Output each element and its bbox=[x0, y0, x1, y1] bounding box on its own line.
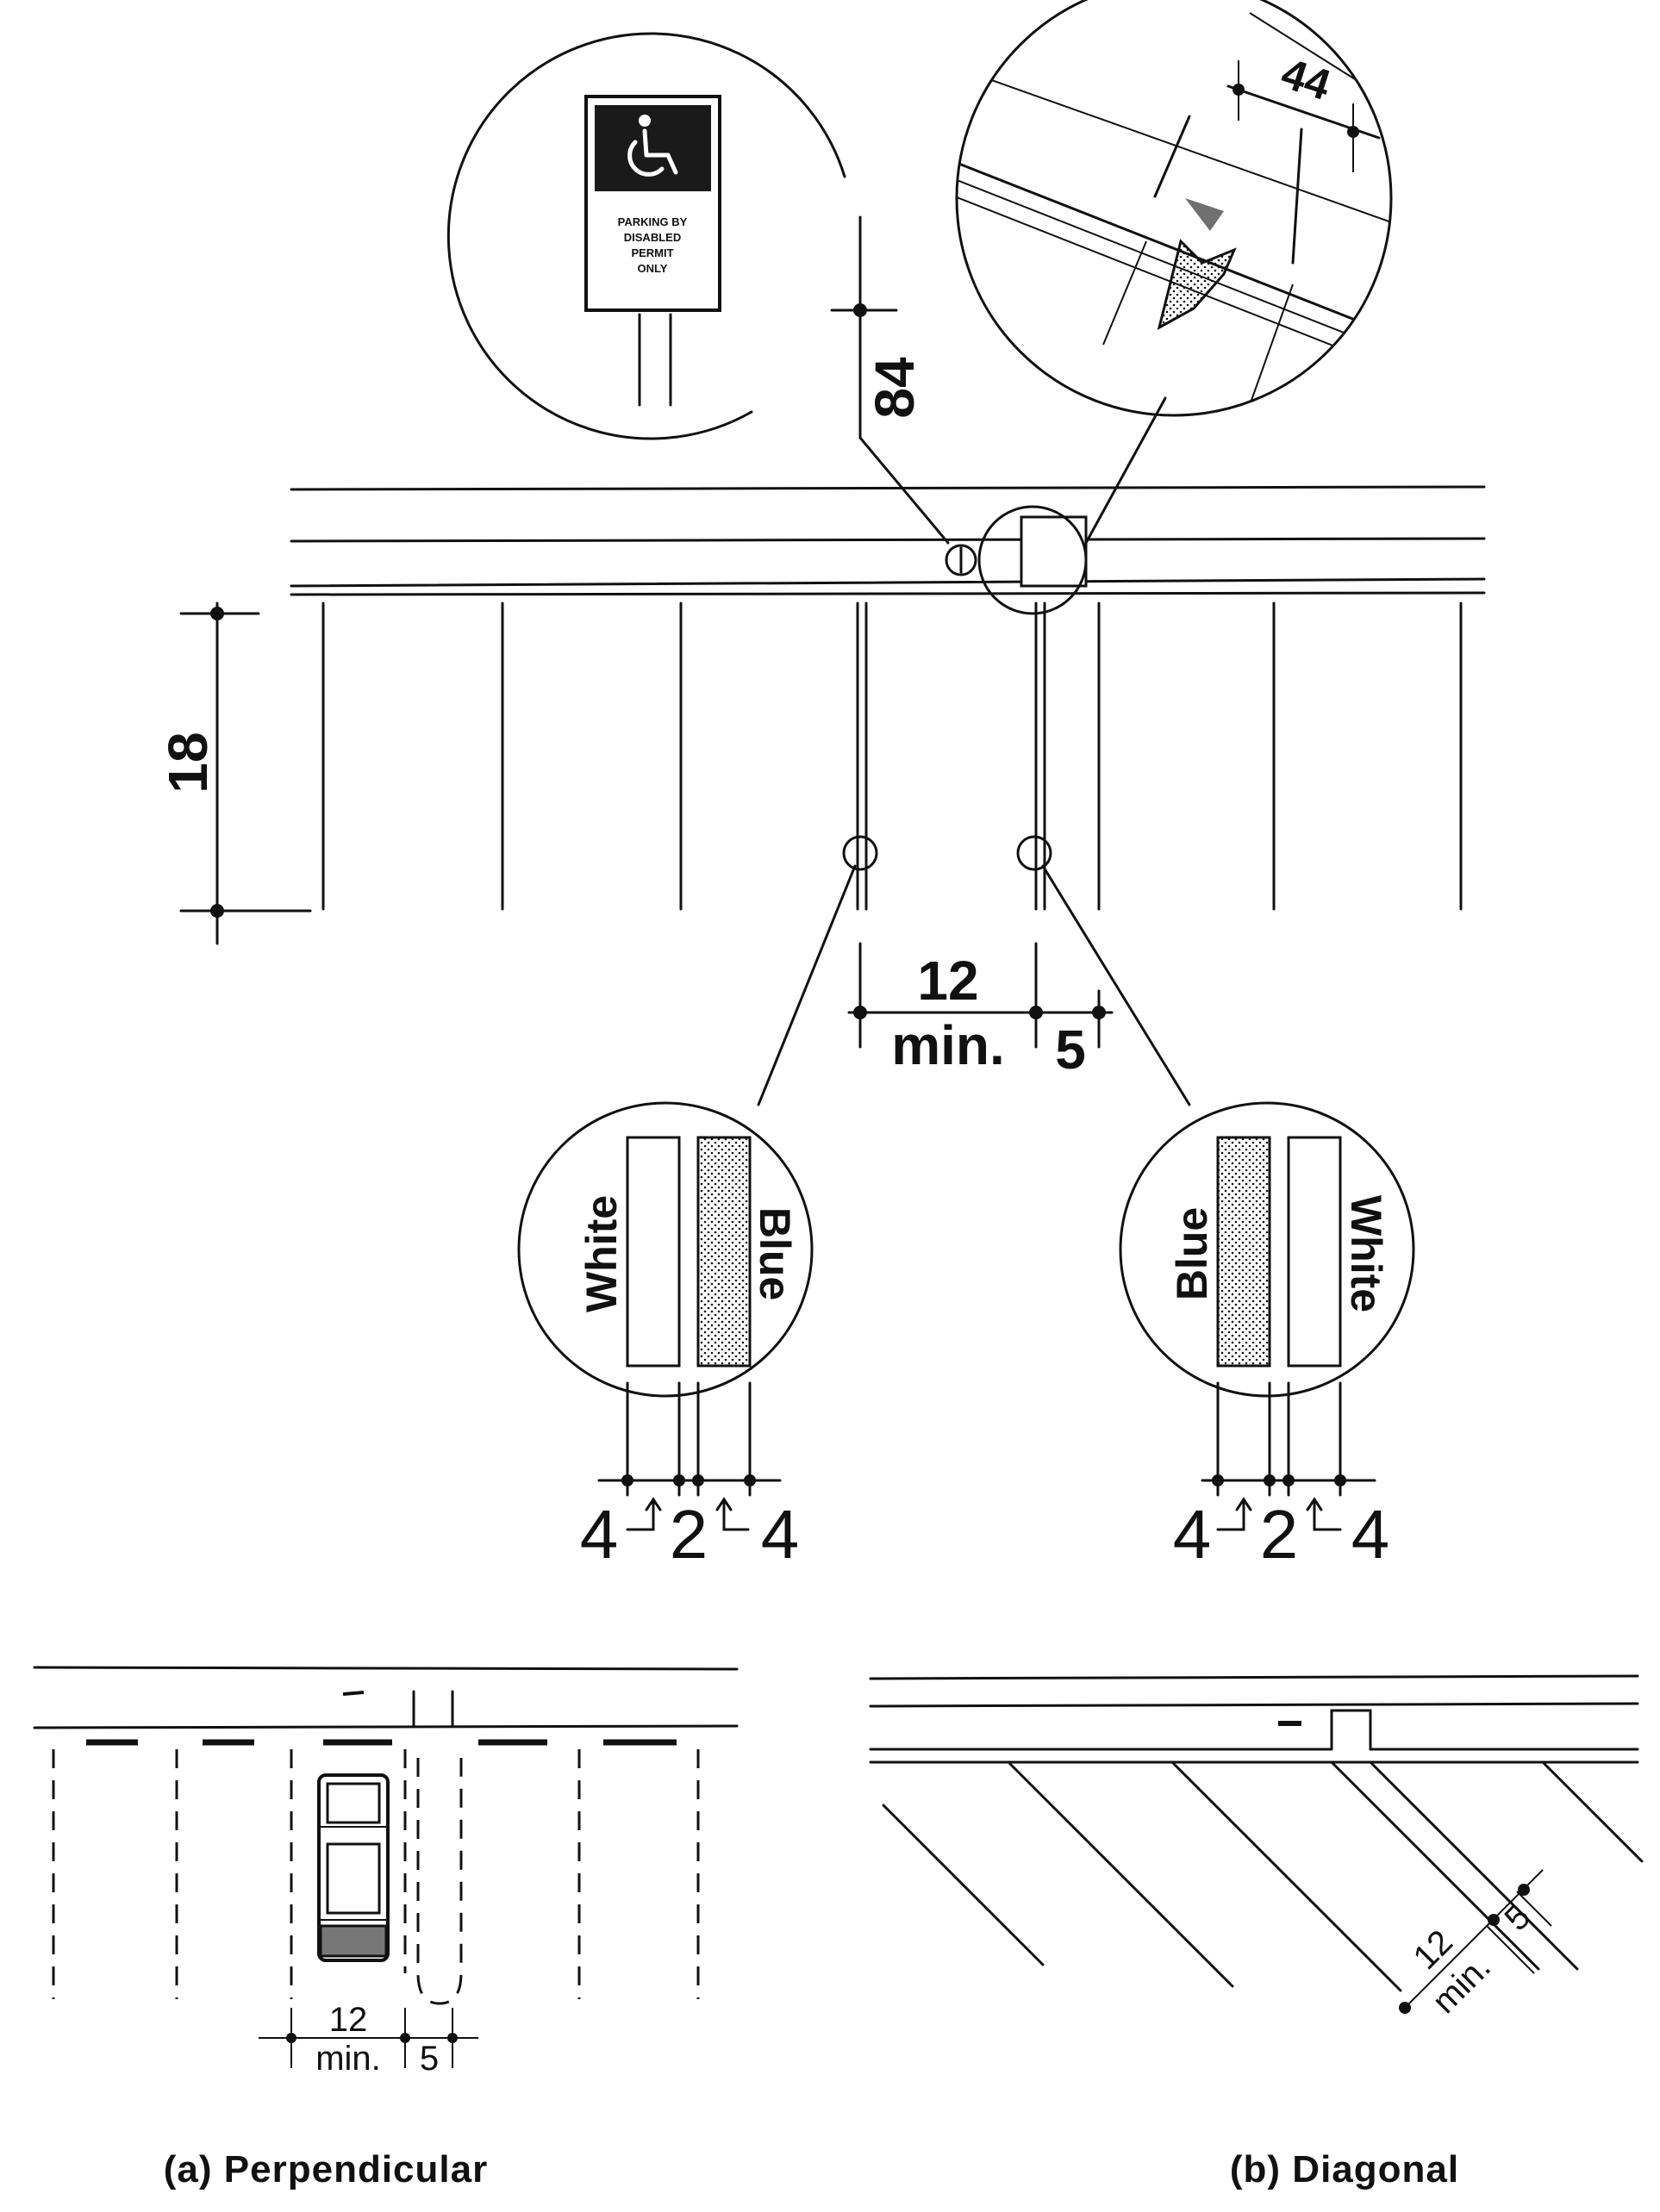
sign-height-dimension: 84 bbox=[830, 215, 950, 545]
right-stripe-width-1: 4 bbox=[1173, 1496, 1212, 1573]
stall-width-label: 12 bbox=[917, 950, 978, 1012]
stall-depth-dimension: 18 bbox=[157, 601, 312, 945]
perpendicular-caption: (a) Perpendicular bbox=[164, 2148, 488, 2190]
perpendicular-width-label: 12 bbox=[329, 2001, 368, 2039]
blue-stripe bbox=[1216, 1136, 1271, 1368]
ramp-arrow-icon bbox=[1157, 239, 1237, 330]
right-detail-blue-label: Blue bbox=[1168, 1207, 1216, 1300]
sign-text-line-1: PARKING BY bbox=[618, 215, 688, 228]
left-stripe-detail-circle bbox=[517, 1101, 814, 1398]
diagonal-aisle-label: 5 bbox=[1497, 1897, 1538, 1938]
right-stripe-leader bbox=[1041, 864, 1191, 1106]
parking-sign: PARKING BY DISABLED PERMIT ONLY bbox=[584, 95, 721, 312]
right-stripe-callout-marker bbox=[1016, 835, 1052, 871]
right-stripe-detail: Blue White 4 2 4 bbox=[1119, 1101, 1415, 1573]
left-stripe-gap: 2 bbox=[670, 1496, 708, 1573]
sign-text-line-2: DISABLED bbox=[624, 231, 681, 244]
car-icon bbox=[317, 1773, 390, 1962]
perpendicular-layout: 12 min. 5 (a) Perpendicular bbox=[33, 1666, 739, 2190]
ramp-callout-circle bbox=[977, 505, 1088, 615]
sign-location-marker bbox=[945, 544, 977, 576]
white-stripe bbox=[626, 1136, 681, 1368]
ramp-leader-line bbox=[1084, 396, 1167, 545]
right-stripe-gap: 2 bbox=[1260, 1496, 1299, 1573]
left-stripe-leader bbox=[757, 864, 857, 1106]
sign-text-line-4: ONLY bbox=[638, 262, 668, 275]
diagonal-caption: (b) Diagonal bbox=[1230, 2148, 1459, 2190]
access-aisle-label: 5 bbox=[1055, 1019, 1086, 1081]
diagonal-layout: 12 min. 5 (b) Diagonal bbox=[869, 1674, 1644, 2190]
curb-line bbox=[290, 577, 1486, 588]
sign-detail-callout: PARKING BY DISABLED PERMIT ONLY bbox=[446, 32, 846, 440]
sign-detail-circle bbox=[446, 32, 846, 440]
sign-text-line-3: PERMIT bbox=[631, 246, 673, 259]
sidewalk-front-edge bbox=[290, 537, 1486, 543]
blue-stripe bbox=[696, 1136, 752, 1368]
sidewalk-back-edge bbox=[290, 485, 1486, 491]
right-stripe-width-2: 4 bbox=[1351, 1496, 1390, 1573]
left-stripe-detail: White Blue 4 2 4 bbox=[517, 1101, 814, 1573]
left-stripe-width-2: 4 bbox=[761, 1496, 800, 1573]
left-detail-blue-label: Blue bbox=[751, 1207, 799, 1300]
stall-width-dimension: 12 min. 5 bbox=[847, 942, 1114, 1081]
sign-symbol-field bbox=[595, 105, 711, 191]
perpendicular-width-note: min. bbox=[315, 2040, 381, 2078]
left-detail-white-label: White bbox=[577, 1195, 626, 1312]
right-detail-white-label: White bbox=[1342, 1195, 1390, 1312]
curb-ramp-detail-callout: 44 bbox=[955, 0, 1393, 545]
parking-plan bbox=[290, 485, 1486, 911]
stall-width-note: min. bbox=[891, 1014, 1005, 1076]
ramp-width-label: 44 bbox=[1276, 49, 1336, 110]
white-stripe bbox=[1287, 1136, 1342, 1368]
sign-leader-line bbox=[858, 436, 950, 545]
perpendicular-aisle-label: 5 bbox=[420, 2040, 439, 2078]
left-stripe-callout-marker bbox=[842, 835, 878, 871]
stall-depth-label: 18 bbox=[157, 732, 219, 793]
sign-height-label: 84 bbox=[864, 357, 926, 419]
right-stripe-detail-circle bbox=[1119, 1101, 1415, 1398]
left-stripe-width-1: 4 bbox=[580, 1496, 619, 1573]
wheelchair-icon bbox=[627, 115, 678, 177]
curb-face bbox=[290, 591, 1486, 596]
